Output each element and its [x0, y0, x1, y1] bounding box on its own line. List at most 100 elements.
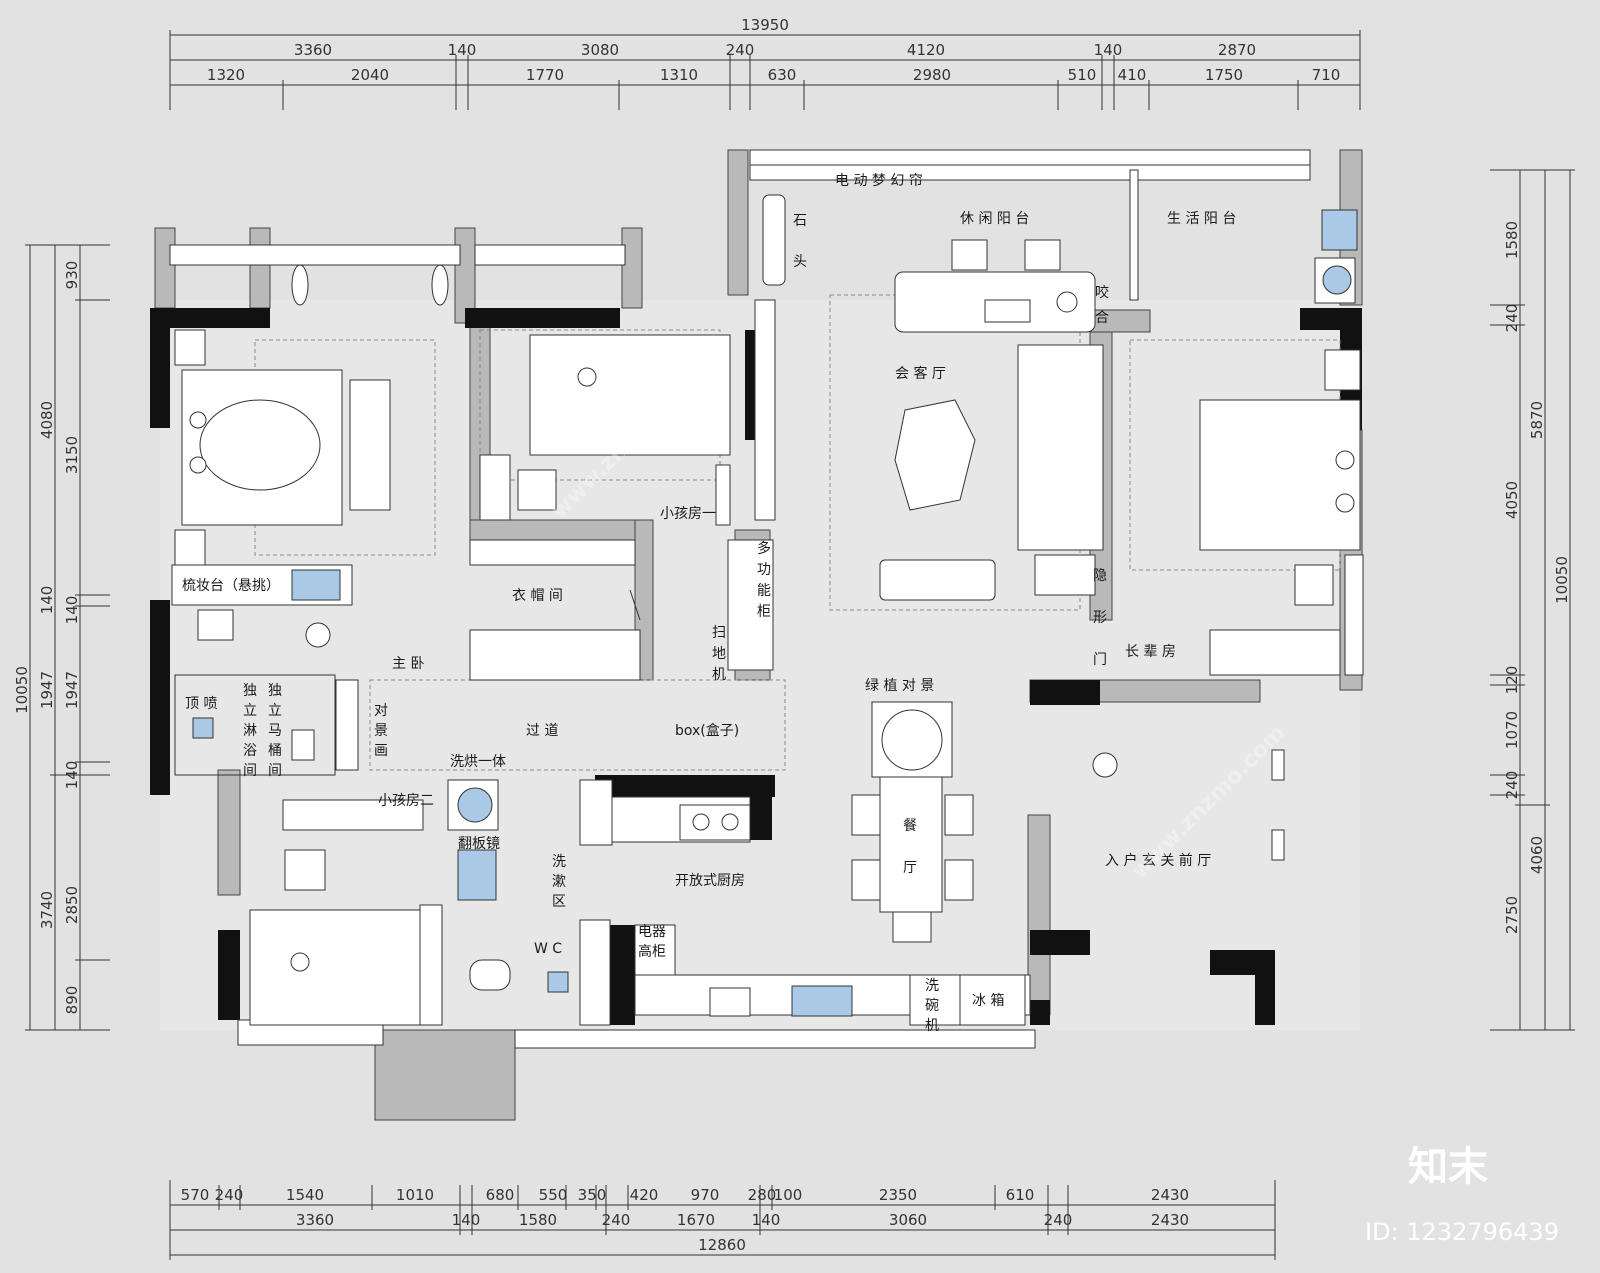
stone-label: 头	[793, 254, 807, 270]
dim-label: 930	[63, 261, 81, 290]
watermark-id: ID: 1232796439	[1365, 1218, 1559, 1246]
wardrobe-label: 衣 帽 间	[512, 588, 563, 604]
dim-label: 10050	[13, 666, 31, 714]
dim-label: 1947	[63, 671, 81, 709]
dim-label: 1670	[677, 1211, 715, 1229]
hidden-door-label: 隐	[1093, 568, 1107, 584]
scenery-painting-label: 景	[374, 723, 388, 739]
dim-label: 240	[726, 41, 755, 59]
dim-label: 2430	[1151, 1186, 1189, 1204]
bottom-dimension-texts: 570 240 1540 1010 680 550 350 420 970 28…	[181, 1186, 1189, 1254]
dim-label: 2850	[63, 886, 81, 924]
bite-label: 咬	[1095, 284, 1109, 301]
dining-table	[879, 776, 943, 913]
wash-area-label: 区	[552, 894, 566, 910]
wash-basin	[457, 849, 497, 901]
dim-label: 3360	[296, 1211, 334, 1229]
flip-mirror-label: 翻板镜	[458, 836, 500, 852]
right-dimension-lines	[1490, 169, 1575, 1031]
dim-label: 550	[539, 1186, 568, 1204]
dim-label: 2980	[913, 66, 951, 84]
wash-area-label: 洗	[552, 854, 566, 870]
elder-room	[1199, 399, 1364, 676]
washer-dryer-icon	[457, 787, 493, 823]
windows	[169, 149, 1311, 1049]
shower-label: 淋	[243, 723, 257, 739]
dim-label: 3360	[294, 41, 332, 59]
dim-label: 4120	[907, 41, 945, 59]
kitchen-tall-cabinet	[579, 779, 613, 846]
kid-bed-1	[529, 334, 731, 456]
dim-label: 2750	[1503, 896, 1521, 934]
ceiling-spray-icon	[192, 717, 214, 739]
bottom-total-dim: 12860	[698, 1236, 746, 1254]
dim-label: 100	[774, 1186, 803, 1204]
dim-label: 2430	[1151, 1211, 1189, 1229]
multi-cabinet-label: 功	[757, 562, 771, 578]
dim-label: 4080	[38, 401, 56, 439]
toilet-icon	[469, 959, 511, 991]
multi-cabinet-label: 能	[757, 583, 771, 599]
room-labels: 电 动 梦 幻 帘 休 闲 阳 台 生 活 阳 台 石 头 咬 合 会 客 厅 …	[182, 173, 1236, 1034]
corridor-label: 过 道	[526, 723, 558, 739]
dim-label: 2350	[879, 1186, 917, 1204]
wardrobe	[469, 539, 641, 681]
curtain-label: 电 动 梦 幻 帘	[835, 173, 923, 189]
dim-label: 3740	[38, 891, 56, 929]
dim-label: 1070	[1503, 711, 1521, 749]
utility-balcony-label: 生 活 阳 台	[1167, 211, 1236, 227]
top-total-dim: 13950	[741, 16, 789, 34]
dim-label: 240	[215, 1186, 244, 1204]
master-bedroom-label: 主 卧	[392, 656, 424, 672]
dim-label: 410	[1118, 66, 1147, 84]
left-dimension-lines	[25, 244, 110, 1031]
dim-label: 1750	[1205, 66, 1243, 84]
scenery-painting-label: 对	[374, 703, 388, 719]
dining	[851, 701, 974, 943]
dim-label: 10050	[1553, 556, 1571, 604]
dim-label: 890	[63, 986, 81, 1015]
open-kitchen-label: 开放式厨房	[675, 873, 745, 889]
dim-label: 1947	[38, 671, 56, 709]
dishwasher-label: 碗	[925, 998, 939, 1014]
dim-label: 2870	[1218, 41, 1256, 59]
wc-spray-icon	[547, 971, 569, 993]
dim-label: 240	[1503, 771, 1521, 800]
elder-bed	[1199, 399, 1361, 551]
scenery-painting-label: 画	[374, 743, 388, 759]
top-dimension-texts: 13950 3360 140 3080 240 4120 140 2870 13…	[207, 16, 1340, 84]
multi-cabinet-label: 多	[757, 540, 771, 557]
stove-icon	[679, 804, 751, 841]
dining-label: 餐	[903, 818, 917, 834]
dim-label: 570	[181, 1186, 210, 1204]
elder-room-label: 长 辈 房	[1125, 644, 1176, 660]
dim-label: 3060	[889, 1211, 927, 1229]
dim-label: 140	[63, 596, 81, 625]
bottom-dimension-lines	[169, 1180, 1276, 1260]
master-bench	[349, 379, 391, 511]
sweeper-label: 扫	[712, 625, 726, 641]
kid-room-2-label: 小孩房二	[378, 793, 434, 809]
dim-label: 970	[691, 1186, 720, 1204]
dim-label: 140	[452, 1211, 481, 1229]
dim-label: 3150	[63, 436, 81, 474]
kitchen	[579, 779, 1031, 1026]
dim-label: 4060	[1528, 836, 1546, 874]
sweeper-label: 地	[712, 646, 726, 662]
hidden-door-label: 门	[1093, 652, 1107, 668]
toilet-room-label: 马	[268, 723, 282, 739]
right-dimension-texts: 1580 240 5870 4050 10050 120 1070 240 40…	[1503, 221, 1571, 934]
left-dimension-texts: 3740 10050 140 930 4080 3150 140 1947 19…	[13, 261, 81, 1015]
dim-label: 630	[768, 66, 797, 84]
wc-label: W C	[534, 941, 562, 957]
living-room-label: 会 客 厅	[895, 365, 946, 382]
wash-area-label: 漱	[552, 874, 566, 890]
living-carpet	[1017, 344, 1104, 551]
dim-label: 1770	[526, 66, 564, 84]
dim-label: 610	[1006, 1186, 1035, 1204]
hidden-door-label: 形	[1093, 610, 1107, 626]
dim-label: 710	[1312, 66, 1341, 84]
dresser-label: 梳妆台（悬挑）	[182, 578, 280, 594]
